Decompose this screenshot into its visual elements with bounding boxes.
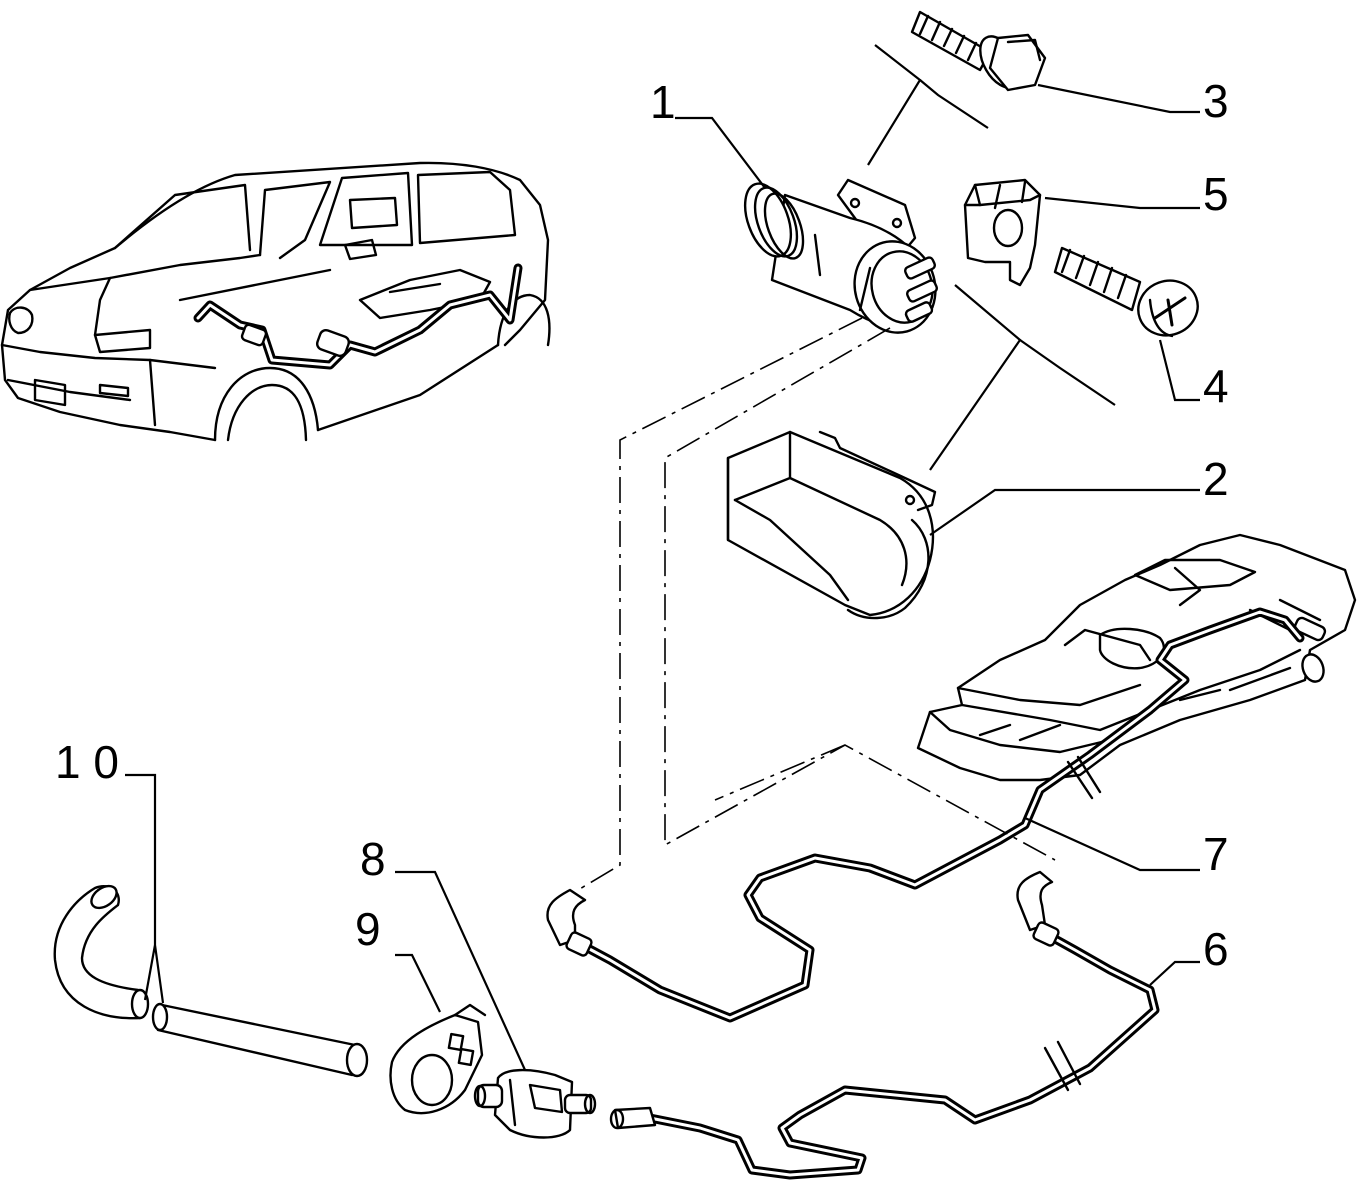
mounting-bracket <box>389 1003 487 1115</box>
callout-9: 9 <box>355 903 381 955</box>
connection-lines <box>577 317 1056 891</box>
assembly-lines <box>867 44 1116 471</box>
callout-6: 6 <box>1203 923 1229 975</box>
canister-cover <box>726 430 937 620</box>
leader-lines <box>125 83 1200 1071</box>
callout-3: 3 <box>1203 75 1229 127</box>
callout-5: 5 <box>1203 168 1229 220</box>
callout-labels: 1 2 3 4 5 6 7 8 9 1 0 <box>55 75 1229 975</box>
clip-nut <box>963 178 1042 287</box>
callout-4: 4 <box>1203 360 1229 412</box>
canister-body <box>743 178 939 334</box>
phillips-screw <box>1053 246 1199 338</box>
callout-8: 8 <box>360 833 386 885</box>
vapor-pipe-front <box>546 607 1305 1023</box>
vehicle-locator <box>0 161 551 442</box>
callout-10: 1 0 <box>55 736 119 788</box>
hex-bolt <box>910 10 1047 92</box>
callout-7: 7 <box>1203 828 1229 880</box>
vapor-pipe-rear <box>609 870 1160 1180</box>
purge-valve <box>473 1068 597 1139</box>
rubber-hose <box>53 884 369 1078</box>
callout-2: 2 <box>1203 453 1229 505</box>
callout-1: 1 <box>650 76 676 128</box>
fuel-tank <box>916 533 1357 782</box>
